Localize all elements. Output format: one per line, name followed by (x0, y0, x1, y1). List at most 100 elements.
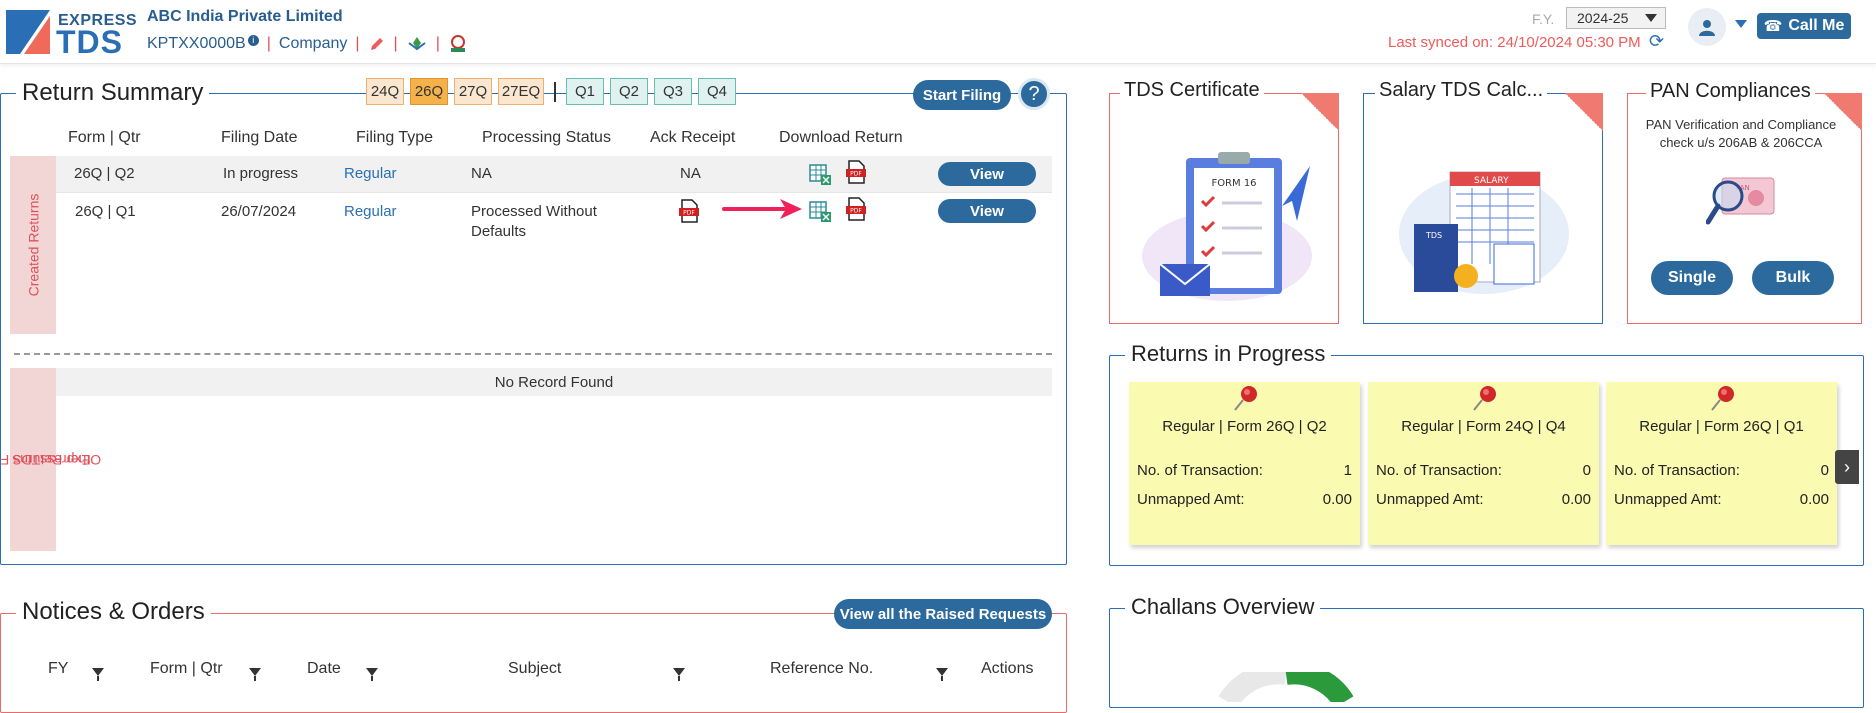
fy-label: F.Y. (1532, 11, 1555, 27)
returns-in-progress-title: Returns in Progress (1125, 341, 1332, 367)
tab-q1[interactable]: Q1 (566, 78, 604, 105)
challans-donut-icon (1218, 672, 1354, 702)
txn-value: 0 (1820, 462, 1829, 479)
pan-bulk-button[interactable]: Bulk (1752, 261, 1834, 295)
card-corner (1301, 93, 1339, 131)
txn-label: No. of Transaction: (1137, 462, 1263, 479)
col-filing-date: Filing Date (221, 129, 298, 146)
pushpin-icon (1234, 386, 1257, 411)
chevron-down-icon (1645, 14, 1657, 22)
return-summary-title: Return Summary (16, 79, 210, 107)
excel-download-icon[interactable] (808, 162, 832, 186)
entity-type: Company (278, 35, 348, 52)
view-button[interactable]: View (938, 199, 1036, 223)
expresstds-logo[interactable]: EXPRESS TDS (6, 6, 137, 60)
brand-top: EXPRESS (58, 12, 138, 29)
tds-certificate-card[interactable]: FORM 16 (1109, 93, 1339, 324)
fy-select[interactable]: 2024-25 (1566, 7, 1666, 29)
progress-note-card[interactable]: Regular | Form 26Q | Q2 No. of Transacti… (1129, 382, 1360, 545)
cell-filing-date: In progress (223, 165, 299, 182)
pan-compliances-title: PAN Compliances (1646, 80, 1815, 103)
separator: | (355, 35, 360, 52)
pushpin-icon (1711, 386, 1734, 411)
progress-note-card[interactable]: Regular | Form 26Q | Q1 No. of Transacti… (1606, 382, 1837, 545)
user-icon (1699, 20, 1715, 36)
tab-27eq[interactable]: 27EQ (498, 78, 544, 105)
salary-illustration-icon: SALARY TDS (1399, 171, 1569, 294)
note-title: Regular | Form 26Q | Q1 (1639, 418, 1804, 435)
salary-label: SALARY (1474, 176, 1509, 186)
returns-in-progress-panel (1109, 355, 1864, 566)
challans-overview-title: Challans Overview (1125, 594, 1321, 620)
form16-illustration-icon: FORM 16 (1142, 152, 1312, 301)
col-processing-status: Processing Status (482, 129, 611, 146)
pan-magnifier-icon: PAN (1706, 177, 1775, 225)
form16-label: FORM 16 (1211, 178, 1256, 189)
tab-q2[interactable]: Q2 (610, 78, 648, 105)
cell-form-qtr: 26Q | Q2 (74, 165, 135, 182)
separator: | (435, 35, 440, 52)
cell-filing-type[interactable]: Regular (344, 165, 397, 182)
ack-pdf-icon[interactable]: PDF (677, 199, 701, 223)
txn-value: 0 (1582, 462, 1591, 479)
filter-icon[interactable] (673, 668, 685, 681)
tab-separator (554, 81, 556, 102)
app-header: EXPRESS TDS ABC India Private Limited KP… (0, 0, 1876, 64)
no-record-text: No Record Found (56, 368, 1052, 396)
help-icon[interactable]: ? (1018, 78, 1050, 110)
table-row: 26Q | Q2 In progress Regular NA NA PDF V… (56, 156, 1052, 192)
txn-value: 1 (1343, 462, 1352, 479)
start-filing-button[interactable]: Start Filing (913, 80, 1011, 110)
pushpin-icon (1473, 386, 1496, 411)
salary-tds-card[interactable]: SALARY TDS (1363, 93, 1603, 324)
pan-single-button[interactable]: Single (1651, 261, 1733, 295)
filter-icon[interactable] (92, 668, 104, 681)
cell-status: NA (471, 165, 492, 182)
tab-q4[interactable]: Q4 (698, 78, 736, 105)
hand-leaf-icon[interactable] (406, 35, 428, 53)
progress-note-card[interactable]: Regular | Form 24Q | Q4 No. of Transacti… (1368, 382, 1599, 545)
tds-label: TDS (1425, 231, 1442, 240)
view-raised-requests-button[interactable]: View all the Raised Requests (834, 599, 1052, 629)
other-returns-label: Other Returns Filed outsideExpressTDS (0, 368, 101, 551)
carousel-next-icon[interactable]: › (1835, 450, 1859, 484)
pdf-download-icon[interactable]: PDF (844, 160, 868, 184)
pdf-download-icon[interactable]: PDF (844, 197, 868, 221)
company-name[interactable]: ABC India Private Limited (147, 8, 343, 25)
amt-label: Unmapped Amt: (1137, 491, 1245, 508)
edit-pencil-icon[interactable] (368, 35, 386, 53)
brand-bottom: TDS (56, 24, 123, 60)
notices-orders-title: Notices & Orders (16, 598, 211, 626)
pan-description: PAN Verification and Compliance check u/… (1645, 117, 1837, 150)
call-me-button[interactable]: ☎ Call Me (1757, 13, 1851, 39)
table-row: 26Q | Q1 26/07/2024 Regular Processed Wi… (56, 192, 1052, 240)
col-reference: Reference No. (770, 660, 874, 677)
col-filing-type: Filing Type (356, 129, 434, 146)
separator: | (266, 35, 271, 52)
amt-value: 0.00 (1561, 491, 1591, 508)
amt-label: Unmapped Amt: (1376, 491, 1484, 508)
txn-label: No. of Transaction: (1614, 462, 1740, 479)
tab-27q[interactable]: 27Q (454, 78, 492, 105)
created-returns-label: Created Returns (10, 156, 56, 334)
user-avatar[interactable] (1688, 8, 1726, 46)
tab-24q[interactable]: 24Q (366, 78, 404, 105)
col-actions: Actions (981, 660, 1034, 677)
cell-filing-type[interactable]: Regular (344, 203, 397, 220)
cell-form-qtr: 26Q | Q1 (75, 203, 136, 220)
tab-26q[interactable]: 26Q (410, 78, 448, 105)
filter-icon[interactable] (366, 668, 378, 681)
user-menu-caret-icon[interactable] (1735, 20, 1747, 28)
refresh-icon[interactable]: ⟳ (1649, 31, 1665, 51)
seal-icon[interactable] (448, 34, 468, 54)
tan-info-icon[interactable]: i (247, 35, 259, 46)
filter-icon[interactable] (249, 668, 261, 681)
tab-q3[interactable]: Q3 (654, 78, 692, 105)
view-button[interactable]: View (938, 162, 1036, 186)
note-title: Regular | Form 26Q | Q2 (1162, 418, 1327, 435)
excel-download-icon[interactable] (808, 199, 832, 223)
col-form-qtr: Form | Qtr (68, 129, 141, 146)
filter-icon[interactable] (936, 668, 948, 681)
